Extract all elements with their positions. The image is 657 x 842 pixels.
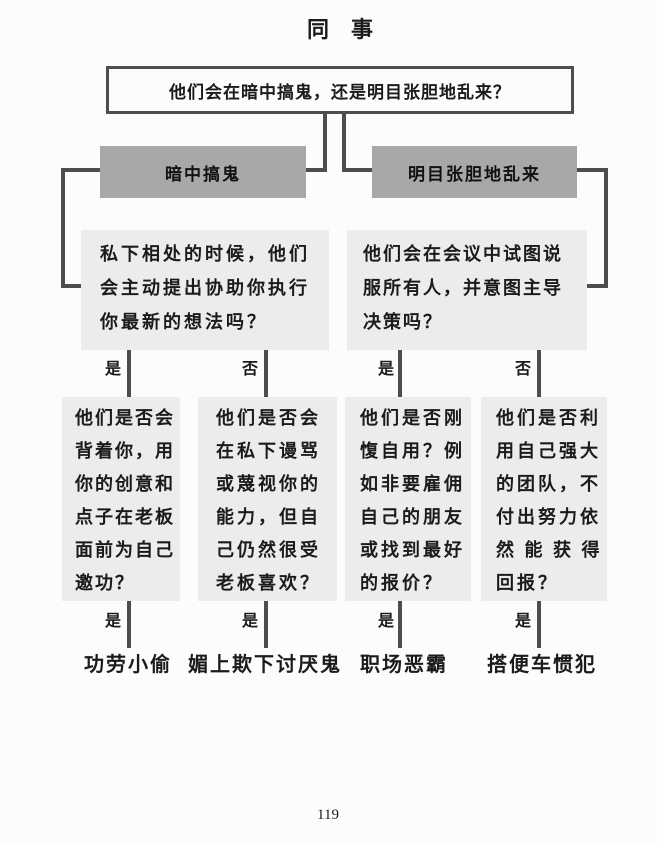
connector-line bbox=[398, 601, 402, 648]
connector-line bbox=[398, 350, 402, 397]
criteria-panel-2: 他们是否会 在私下谩骂 或蔑视你的 能力，但自 己仍然很受 老板喜欢？ bbox=[198, 397, 337, 601]
answer-label-yes: 是 bbox=[241, 613, 258, 630]
connector-line bbox=[61, 284, 82, 288]
answer-label-no: 否 bbox=[241, 361, 258, 378]
answer-label-yes: 是 bbox=[377, 613, 394, 630]
connector-line bbox=[342, 112, 346, 172]
connector-line bbox=[304, 168, 327, 172]
connector-line bbox=[127, 601, 131, 648]
connector-line bbox=[127, 350, 131, 397]
answer-label-no: 否 bbox=[514, 361, 531, 378]
connector-line bbox=[61, 168, 100, 172]
answer-label-yes: 是 bbox=[104, 613, 121, 630]
connector-line bbox=[587, 284, 608, 288]
branch-label: 明目张胆地乱来 bbox=[408, 164, 541, 184]
result-label-2: 媚上欺下讨厌鬼 bbox=[188, 654, 342, 676]
answer-label-yes: 是 bbox=[104, 361, 121, 378]
criteria-panel-1: 他们是否会 背着你，用 你的创意和 点子在老板 面前为自己 邀功？ bbox=[62, 397, 180, 601]
answer-label-yes: 是 bbox=[377, 361, 394, 378]
branch-label: 暗中搞鬼 bbox=[165, 164, 241, 184]
connector-line bbox=[264, 350, 268, 397]
connector-line bbox=[264, 601, 268, 648]
connector-line bbox=[577, 168, 608, 172]
question-panel-left: 私下相处的时候，他们 会主动提出协助你执行 你最新的想法吗？ bbox=[81, 230, 329, 350]
root-question-box: 他们会在暗中搞鬼，还是明目张胆地乱来？ bbox=[106, 66, 574, 114]
branch-box-covert: 暗中搞鬼 bbox=[100, 146, 306, 198]
criteria-panel-3: 他们是否刚 愎自用？例 如非要雇佣 自己的朋友 或找到最好 的报价？ bbox=[345, 397, 471, 601]
connector-line bbox=[537, 350, 541, 397]
connector-line bbox=[61, 168, 65, 288]
branch-box-overt: 明目张胆地乱来 bbox=[372, 146, 577, 198]
connector-line bbox=[604, 168, 608, 288]
result-label-3: 职场恶霸 bbox=[360, 654, 448, 676]
page-number: 119 bbox=[317, 807, 339, 823]
connector-line bbox=[342, 168, 374, 172]
result-label-1: 功劳小偷 bbox=[84, 654, 172, 676]
root-question-text: 他们会在暗中搞鬼，还是明目张胆地乱来？ bbox=[169, 82, 511, 102]
connector-line bbox=[323, 112, 327, 172]
page-title: 同 事 bbox=[306, 17, 373, 42]
result-label-4: 搭便车惯犯 bbox=[487, 654, 597, 676]
answer-label-yes: 是 bbox=[514, 613, 531, 630]
question-panel-right: 他们会在会议中试图说 服所有人，并意图主导 决策吗？ bbox=[347, 230, 587, 350]
connector-line bbox=[537, 601, 541, 648]
criteria-panel-4: 他们是否利 用自己强大 的团队，不 付出努力依 然 能 获 得 回报？ bbox=[481, 397, 607, 601]
